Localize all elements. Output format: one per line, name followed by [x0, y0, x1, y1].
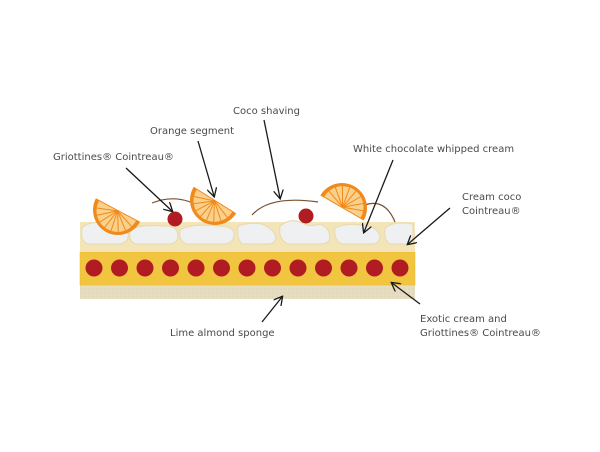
griottine-dot	[340, 259, 358, 277]
label-exotic-cream-2: Griottines® Cointreau®	[420, 328, 541, 339]
griottine-dot	[187, 259, 205, 277]
cream-blob	[129, 224, 179, 245]
griottine-dot	[264, 259, 281, 277]
griottine-dot	[366, 259, 383, 277]
cream-blob	[279, 220, 331, 245]
griottine-dot	[289, 259, 307, 277]
coco-shaving	[251, 199, 319, 216]
arrow-sponge	[261, 297, 282, 323]
cream-blob	[179, 224, 235, 245]
arrow-whipped-cream	[364, 159, 394, 232]
orange-slice	[320, 183, 367, 221]
griottine-dot	[111, 259, 128, 277]
lime-almond-sponge-layer	[80, 285, 415, 299]
griottine-dot	[238, 259, 256, 277]
griottine-dot	[315, 259, 332, 277]
label-griottines: Griottines® Cointreau®	[53, 152, 174, 163]
griottine-cherry	[167, 211, 183, 227]
label-coco-shaving: Coco shaving	[233, 106, 300, 117]
label-exotic-cream: Exotic cream and	[420, 314, 507, 325]
orange-slices	[93, 183, 367, 235]
griottine-dot	[136, 259, 154, 277]
cream-blob	[236, 222, 277, 245]
arrow-exotic-cream	[392, 283, 421, 305]
orange-slice	[190, 186, 237, 225]
label-orange-segment: Orange segment	[150, 126, 234, 137]
griottine-dots	[85, 259, 409, 277]
griottine-dot	[162, 259, 179, 277]
cream-blob	[383, 222, 414, 245]
cream-blob	[334, 223, 381, 245]
label-cream-coco: Cream coco	[462, 192, 521, 203]
griottine-dot	[391, 259, 409, 277]
griottine-dot	[213, 259, 230, 277]
arrow-griottines	[125, 167, 172, 211]
arrow-orange	[197, 140, 214, 196]
griottine-cherry	[298, 208, 314, 224]
whipped-cream-blobs	[81, 220, 414, 245]
griottine-dot	[85, 259, 103, 277]
arrow-cream-coco	[408, 207, 451, 244]
label-sponge: Lime almond sponge	[170, 328, 275, 339]
orange-slice	[93, 198, 141, 235]
coco-shaving	[364, 202, 396, 223]
label-whipped-cream: White chocolate whipped cream	[353, 144, 514, 155]
label-cream-coco-2: Cointreau®	[462, 206, 521, 217]
arrow-coco-shaving	[263, 119, 280, 198]
